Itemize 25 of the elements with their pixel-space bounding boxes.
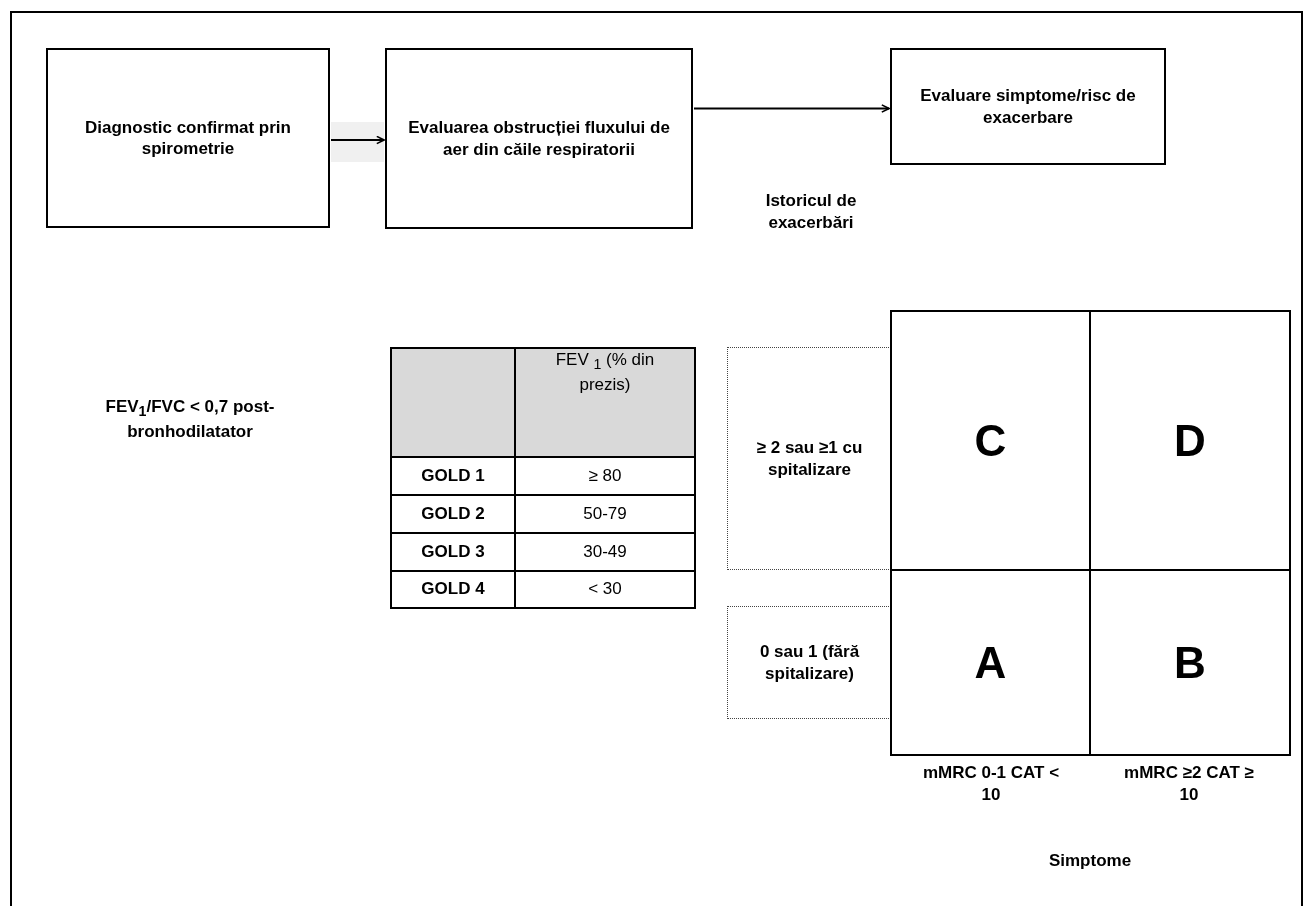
column-header: FEV $_{1}$ (% din prezis) [555,349,655,396]
row-header: 0 sau 1 (fără spitalizare) [727,606,891,719]
grade-label: GOLD 4 [421,578,485,601]
arrow [330,135,385,145]
process-box: Evaluare simptome/risc de exacerbare [890,48,1166,165]
quadrant-cell: A [890,569,1091,756]
criterion-text: FEV$_{1}$/FVC < 0,7 post-bronhodilatator [104,396,276,443]
quadrant-cell: C [890,310,1091,571]
column-label: mMRC ≥2 CAT ≥ 10 [1123,762,1255,807]
axis-title: Istoricul de exacerbări [764,190,858,235]
axis-title: Simptome [1047,850,1133,872]
table-value: 30-49 [583,540,627,563]
grade-label: GOLD 3 [421,540,485,563]
grade-label: GOLD 2 [421,502,485,525]
grade-label: GOLD 1 [421,464,485,487]
column-label: mMRC 0-1 CAT < 10 [921,762,1061,807]
table-value: 50-79 [583,502,627,525]
arrow [693,104,890,113]
process-box: Evaluarea obstrucției fluxului de aer din căile respiratorii [385,48,693,229]
process-box: Diagnostic confirmat prin spirometrie [46,48,330,228]
table-value: ≥ 80 [588,464,622,487]
table-value: < 30 [588,578,622,601]
row-header: ≥ 2 sau ≥1 cu spitalizare [727,347,891,570]
quadrant-cell: B [1089,569,1291,756]
quadrant-cell: D [1089,310,1291,571]
